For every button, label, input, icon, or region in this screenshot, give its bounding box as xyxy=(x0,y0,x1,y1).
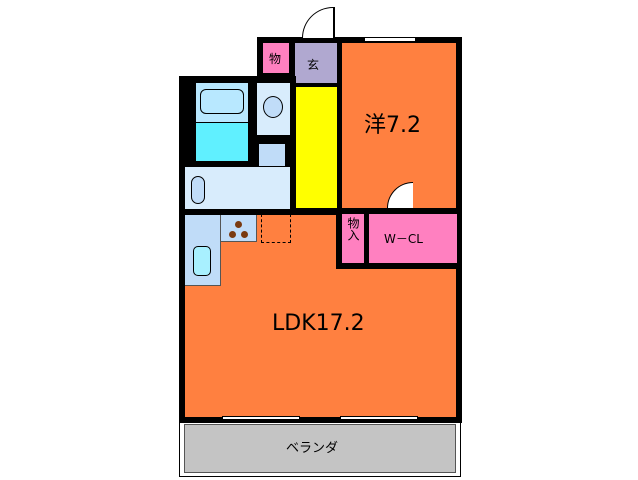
storage-ldk-label: 物入 xyxy=(346,217,360,241)
entrance-label: 玄 xyxy=(307,58,320,72)
storage-ldk: 物入 xyxy=(342,213,364,263)
washroom xyxy=(185,167,290,209)
balcony: ベランダ xyxy=(179,420,461,477)
burner-icon xyxy=(229,231,236,238)
room-western: 洋7.2 xyxy=(342,43,456,208)
western-label: 洋7.2 xyxy=(364,113,421,138)
storage-entry: 物 xyxy=(263,43,289,73)
ldk-label: LDK17.2 xyxy=(272,311,365,336)
window xyxy=(222,416,300,420)
washing-machine-space xyxy=(258,143,286,167)
entrance: 玄 xyxy=(295,43,337,83)
corridor xyxy=(296,87,337,208)
kitchen-sink xyxy=(193,246,211,276)
front-door[interactable] xyxy=(302,7,335,38)
bathtub xyxy=(196,83,248,123)
window xyxy=(364,37,416,42)
walk-in-closet: W－CL xyxy=(369,213,457,263)
burner-icon xyxy=(241,231,248,238)
kitchen-stove xyxy=(221,214,257,242)
refrigerator-space xyxy=(261,214,291,243)
storage-entry-label: 物 xyxy=(269,52,282,66)
balcony-label: ベランダ xyxy=(286,441,339,456)
wcl-label: W－CL xyxy=(384,232,423,246)
burner-icon xyxy=(235,221,242,228)
bathroom xyxy=(196,83,248,161)
window xyxy=(340,416,418,420)
toilet-room xyxy=(257,83,290,135)
washbasin xyxy=(191,176,205,204)
toilet-icon xyxy=(263,96,283,118)
